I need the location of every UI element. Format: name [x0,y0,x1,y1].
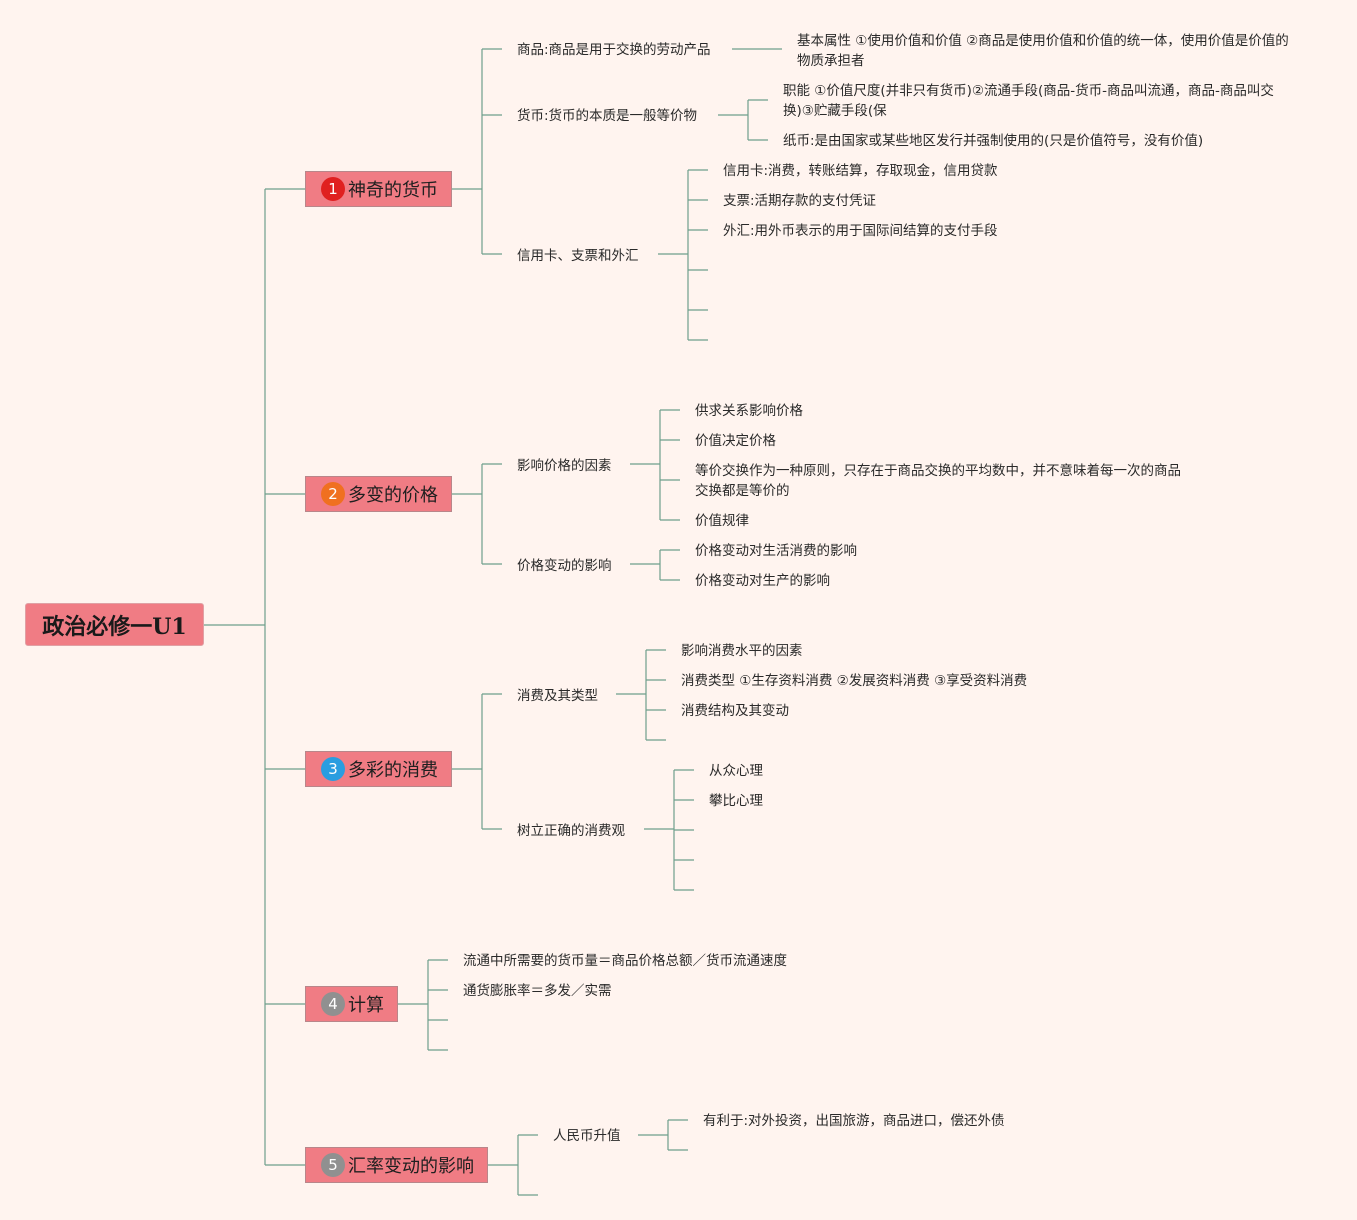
leaf-law-of-value[interactable]: 价值规律 [695,513,749,529]
connector-b4 [398,959,448,1051]
leaf-effect-consumption[interactable]: 价格变动对生活消费的影响 [695,543,857,559]
node-price-factors[interactable]: 影响价格的因素 [517,458,612,474]
leaf-appreciation-benefits[interactable]: 有利于:对外投资，出国旅游，商品进口，偿还外债 [703,1113,1005,1129]
connector-b1-c3 [658,169,708,341]
leaf-check[interactable]: 支票:活期存款的支付凭证 [723,193,877,209]
connector-root [204,188,305,1166]
connector-b2 [452,463,502,565]
branch-label: 神奇的货币 [348,180,438,201]
root-node[interactable]: 政治必修一U1 [25,603,204,646]
node-credit[interactable]: 信用卡、支票和外汇 [517,248,639,264]
leaf-equal-exchange[interactable]: 等价交换作为一种原则，只存在于商品交换的平均数中，并不意味着每一次的商品交换都是… [695,463,1181,499]
leaf-foreign-exchange[interactable]: 外汇:用外币表示的用于国际间结算的支付手段 [723,223,998,239]
branch-label: 汇率变动的影响 [348,1156,474,1177]
connector-b5 [488,1134,538,1196]
connector-b2-c1 [630,409,680,521]
node-consumption-types[interactable]: 消费及其类型 [517,688,598,704]
leaf-credit-card[interactable]: 信用卡:消费，转账结算，存取现金，信用贷款 [723,163,998,179]
branch-node-3[interactable]: 3 多彩的消费 [305,751,452,787]
node-commodity[interactable]: 商品:商品是用于交换的劳动产品 [517,42,711,58]
node-inflation-formula[interactable]: 通货膨胀率＝多发／实需 [463,983,612,999]
leaf-basic-attributes[interactable]: 基本属性 ①使用价值和价值 ②商品是使用价值和价值的统一体，使用价值是价值的物质… [797,33,1289,69]
leaf-consumption-kinds[interactable]: 消费类型 ①生存资料消费 ②发展资料消费 ③享受资料消费 [681,673,1028,689]
branch-node-2[interactable]: 2 多变的价格 [305,476,452,512]
node-currency[interactable]: 货币:货币的本质是一般等价物 [517,108,698,124]
branch-node-5[interactable]: 5 汇率变动的影响 [305,1147,488,1183]
connector-b1-c2 [718,99,768,141]
node-rmb-appreciation[interactable]: 人民币升值 [553,1128,621,1144]
node-price-change-effects[interactable]: 价格变动的影响 [517,558,612,574]
branch-label: 计算 [348,995,384,1016]
leaf-consumption-level[interactable]: 影响消费水平的因素 [681,643,803,659]
priority-4-icon: 4 [321,992,345,1016]
leaf-supply-demand[interactable]: 供求关系影响价格 [695,403,803,419]
node-consumption-outlook[interactable]: 树立正确的消费观 [517,823,625,839]
leaf-comparison-mentality[interactable]: 攀比心理 [709,793,763,809]
priority-3-icon: 3 [321,757,345,781]
connector-b5-c1 [638,1119,688,1151]
branch-label: 多变的价格 [348,485,438,506]
priority-2-icon: 2 [321,482,345,506]
branch-node-1[interactable]: 1 神奇的货币 [305,171,452,207]
connector-b1 [452,48,502,255]
connector-b3 [452,693,502,830]
root-title: 政治必修一U1 [42,613,187,640]
priority-1-icon: 1 [321,177,345,201]
leaf-herd-mentality[interactable]: 从众心理 [709,763,763,779]
leaf-consumption-structure[interactable]: 消费结构及其变动 [681,703,789,719]
leaf-effect-production[interactable]: 价格变动对生产的影响 [695,573,830,589]
leaf-currency-functions[interactable]: 职能 ①价值尺度(并非只有货币)②流通手段(商品-货币-商品叫流通，商品-商品叫… [783,83,1274,119]
connector-b3-c2 [644,769,694,891]
connector-b3-c1 [616,649,666,741]
branch-label: 多彩的消费 [348,760,438,781]
leaf-value-determines[interactable]: 价值决定价格 [695,433,776,449]
branch-node-4[interactable]: 4 计算 [305,986,398,1022]
node-money-formula[interactable]: 流通中所需要的货币量＝商品价格总额／货币流通速度 [463,953,787,969]
priority-5-icon: 5 [321,1153,345,1177]
leaf-paper-money[interactable]: 纸币:是由国家或某些地区发行并强制使用的(只是价值符号，没有价值) [783,133,1204,149]
connector-b2-c2 [630,549,680,581]
